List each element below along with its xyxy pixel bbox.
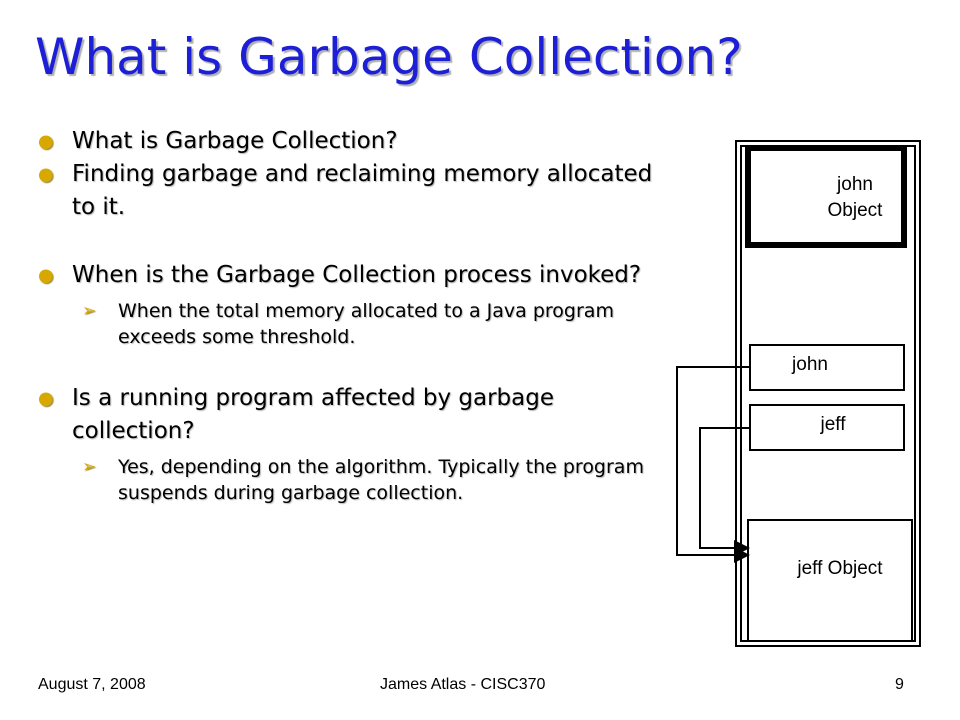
slide-title: What is Garbage Collection? [35, 28, 743, 86]
bullet-1-text: What is Garbage Collection? [72, 128, 398, 154]
footer-date: August 7, 2008 [38, 676, 146, 693]
john-ref-box [749, 344, 905, 391]
footer-author: James Atlas - CISC370 [380, 676, 546, 693]
sub-bullet-2-text: Yes, depending on the algorithm. Typical… [118, 456, 644, 504]
bullet-dot-icon: ● [38, 388, 54, 409]
bullet-2: ● Finding garbage and reclaiming memory … [38, 158, 658, 224]
footer-page-number: 9 [895, 676, 904, 693]
slide-body: ● What is Garbage Collection? ● Finding … [38, 125, 658, 506]
bullet-1: ● What is Garbage Collection? [38, 125, 658, 158]
bullet-dot-icon: ● [38, 164, 54, 185]
bullet-dot-icon: ● [38, 131, 54, 152]
john-ref-label: john [792, 354, 828, 375]
john-object-box [745, 145, 907, 248]
bullet-2-text: Finding garbage and reclaiming memory al… [72, 161, 653, 220]
sub-bullet-2: ➢ Yes, depending on the algorithm. Typic… [82, 454, 658, 506]
bullet-4: ● Is a running program affected by garba… [38, 382, 658, 448]
john-object-label-line2: Object [827, 200, 883, 221]
john-object-label-line1: john [837, 174, 873, 195]
bullet-dot-icon: ● [38, 265, 54, 286]
bullet-4-text: Is a running program affected by garbage… [72, 385, 554, 444]
jeff-ref-label: jeff [820, 414, 846, 435]
heap-outer-border [735, 140, 921, 647]
bullet-3-text: When is the Garbage Collection process i… [72, 262, 642, 288]
arrow-bullet-icon: ➢ [82, 457, 97, 477]
john-object-label: john Object [800, 172, 910, 224]
jeff-ref-arrow [699, 427, 750, 556]
bullet-3: ● When is the Garbage Collection process… [38, 259, 658, 292]
jeff-object-label: jeff Object [797, 558, 883, 579]
arrow-bullet-icon: ➢ [82, 301, 97, 321]
sub-bullet-1: ➢ When the total memory allocated to a J… [82, 298, 658, 350]
sub-bullet-1-text: When the total memory allocated to a Jav… [118, 300, 614, 348]
john-ref-arrow [676, 366, 750, 563]
jeff-object-box [747, 519, 913, 642]
